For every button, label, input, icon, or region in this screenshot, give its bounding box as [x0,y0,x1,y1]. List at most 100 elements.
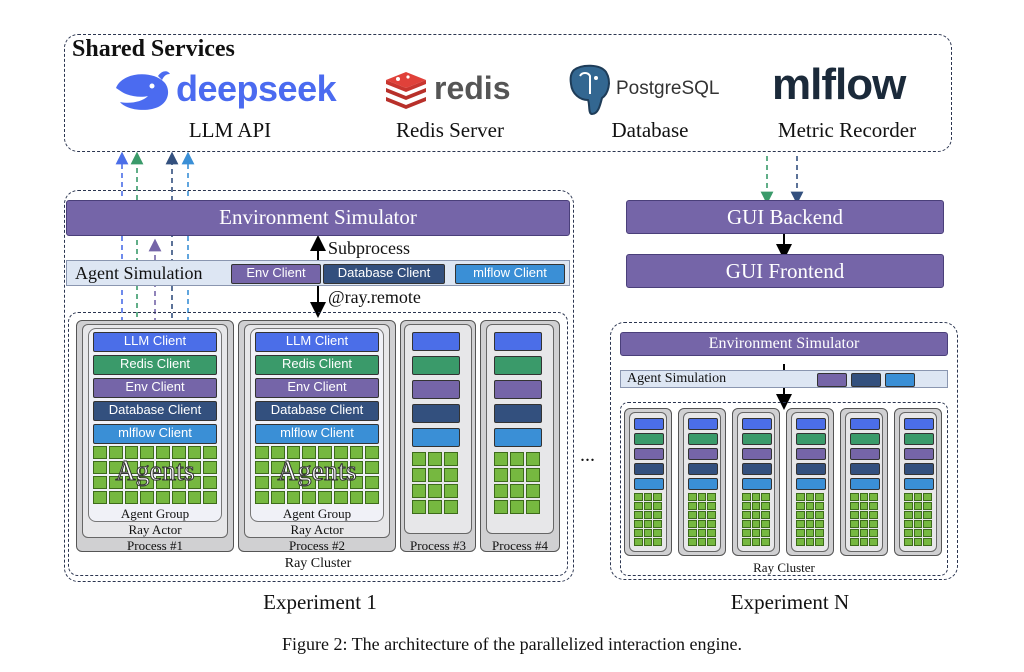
agent-cell [365,491,379,504]
agent-cell [444,484,458,498]
agent-cell [412,484,426,498]
agent-cell [707,502,716,510]
agent-cell [444,468,458,482]
agent-cell [634,520,643,528]
agent-cell [904,502,913,510]
agent-cell [255,491,269,504]
agent-cell [255,476,269,489]
agent-cell [707,511,716,519]
agent-cell [697,502,707,510]
agent-cell [270,446,285,459]
database-client-chip [688,463,718,475]
agent-cell [859,520,869,528]
agent-cell [444,452,458,466]
agent-cell [815,520,824,528]
agent-cell [255,461,269,474]
agents-grid [412,452,458,514]
experiment1-caption: Experiment 1 [263,590,377,614]
agent-cell [349,491,364,504]
agent-cell [526,484,540,498]
agent-cell [318,476,332,489]
ray-cluster-box [68,312,568,576]
agent-cell [93,446,107,459]
agent-cell [742,529,751,537]
experiment1-box [64,190,574,582]
agent-cell [923,493,932,501]
agent-cell [815,529,824,537]
agent-cell [634,493,643,501]
agent-cell [643,511,653,519]
agent-cell [318,491,332,504]
agent-cell [859,511,869,519]
agent-group-label: Agent Group [120,506,190,521]
agent-cell [904,511,913,519]
agent-cell [428,500,442,514]
agent-cell [171,476,186,489]
agent-cell [412,468,426,482]
env-simulator-bar-n: Environment Simulator [620,332,948,356]
redis-client-chip [742,433,772,445]
agent-cell [365,446,379,459]
process-n-stack [742,418,772,546]
agent-cell [913,493,923,501]
process-4-label: Process #4 [492,538,548,553]
agent-cell [643,493,653,501]
llm-client-chip [742,418,772,430]
process-n-stack [688,418,718,546]
shared-services-title: Shared Services [72,36,235,62]
agent-cell [850,493,859,501]
agent-cell [761,493,770,501]
deepseek-logo: deepseek [112,66,342,116]
agent-cell [365,461,379,474]
redis-client-chip [688,433,718,445]
agent-cell [643,538,653,546]
database-client-chip: Database Client [93,401,217,421]
redis-client-chip [494,356,542,375]
redis-wordmark: redis [434,70,511,106]
agent-cell [412,500,426,514]
redis-client-chip: Redis Client [255,355,379,375]
agent-cell [510,468,524,482]
agent-cell [923,511,932,519]
env-client-chip [412,380,460,399]
agent-cell [286,491,301,504]
agent-cell [742,502,751,510]
agent-cell [913,511,923,519]
agent-simulation-bar-n: Agent Simulation [620,370,948,388]
agent-cell [859,529,869,537]
agent-cell [805,538,815,546]
database-client-chip [904,463,934,475]
agent-cell [171,446,186,459]
agent-cell [707,493,716,501]
process-n [732,408,780,556]
agent-cell [751,511,761,519]
whale-icon [116,71,170,110]
agent-cell [643,529,653,537]
agent-cell [203,476,217,489]
agent-cell [761,529,770,537]
agent-cell [697,529,707,537]
ray-actor-n [629,412,667,552]
agent-cell [796,520,805,528]
process-3-stack [412,332,464,514]
mlflow-client-chip [494,428,542,447]
agent-cell [634,502,643,510]
agent-cell [742,520,751,528]
agent-cell [302,461,316,474]
agent-cell [869,538,878,546]
agent-cell [850,511,859,519]
agent-group-label: Agent Group [282,506,352,521]
agent-cell [815,502,824,510]
database-client-chip [796,463,826,475]
agent-cell [124,476,139,489]
database-client-chip [634,463,664,475]
agent-cell [742,493,751,501]
gui-backend-bar: GUI Backend [626,200,944,234]
database-client-chip [850,463,880,475]
llm-client-chip [494,332,542,351]
ray-actor-n [791,412,829,552]
mlflow-client-chip: mlflow Client [255,424,379,444]
agent-cell [634,511,643,519]
agent-cell [653,529,662,537]
agent-cell [869,520,878,528]
